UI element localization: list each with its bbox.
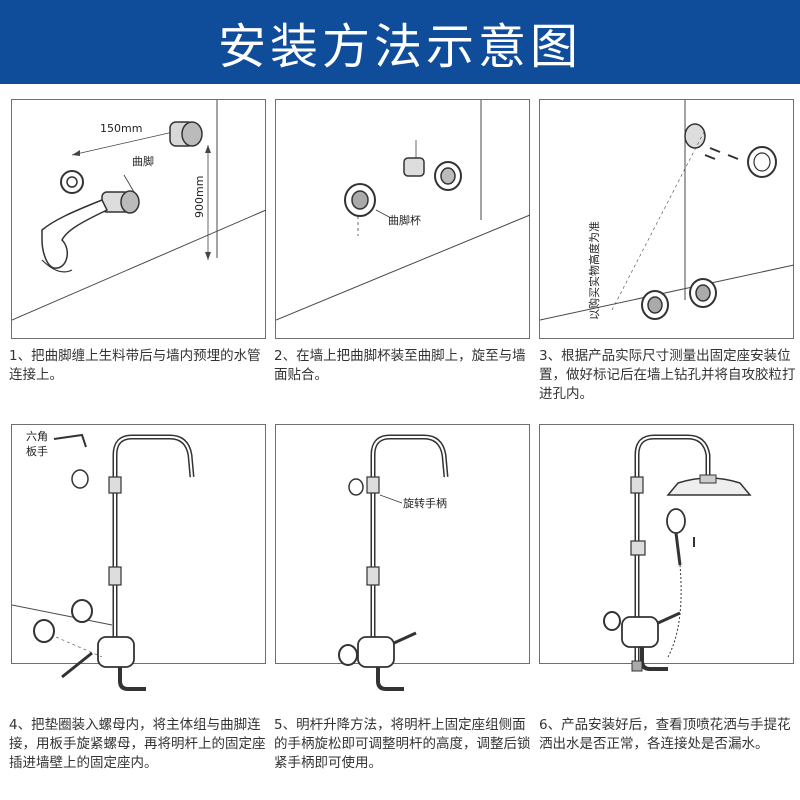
- step-1-panel: 150mm 900mm 曲脚: [11, 99, 267, 339]
- step-6-panel: [539, 424, 794, 672]
- step-2-panel: 曲脚杯: [275, 99, 531, 339]
- dim-height-label: 900mm: [193, 176, 206, 218]
- page-title: 安装方法示意图: [217, 19, 582, 75]
- step-3-caption: 3、根据产品实际尺寸测量出固定座安装位置，做好标记后在墙上钻孔并将自攻胶粒打进孔…: [539, 348, 796, 402]
- step-1-illustration: 150mm 900mm 曲脚: [12, 100, 267, 321]
- height-note-label: 以购买实物高度为准: [587, 221, 601, 320]
- part-label: 曲脚: [132, 154, 154, 168]
- step-4-panel: 六角 板手: [11, 424, 266, 691]
- step-5-illustration: 旋转手柄: [338, 434, 449, 691]
- part-label: 曲脚杯: [388, 213, 421, 227]
- step-6-caption: 6、产品安装好后，查看顶喷花洒与手提花洒出水是否正常，各连接处是否漏水。: [539, 717, 791, 752]
- dim-width-label: 150mm: [100, 122, 142, 135]
- part-label: 旋转手柄: [403, 496, 447, 510]
- step-4-caption: 4、把垫圈装入螺母内，将主体组与曲脚连接，用板手旋紧螺母，再将明杆上的固定座插进…: [9, 717, 266, 771]
- step-4-illustration: 六角 板手: [12, 430, 195, 691]
- step-6-illustration: [603, 434, 752, 672]
- tool-label-line1: 六角: [26, 430, 48, 443]
- step-2-illustration: 曲脚杯: [276, 100, 531, 321]
- title-banner: 安装方法示意图: [0, 0, 800, 84]
- step-3-illustration: 以购买实物高度为准: [540, 100, 795, 321]
- step-3-panel: 以购买实物高度为准: [539, 99, 795, 339]
- step-5-caption: 5、明杆升降方法，将明杆上固定座组侧面的手柄旋松即可调整明杆的高度，调整后锁紧手…: [274, 717, 531, 771]
- step-5-panel: 旋转手柄: [275, 424, 530, 691]
- step-2-caption: 2、在墙上把曲脚杯装至曲脚上，旋至与墙面贴合。: [274, 348, 526, 383]
- step-1-caption: 1、把曲脚缠上生料带后与墙内预埋的水管连接上。: [9, 348, 261, 383]
- tool-label-line2: 板手: [26, 444, 48, 458]
